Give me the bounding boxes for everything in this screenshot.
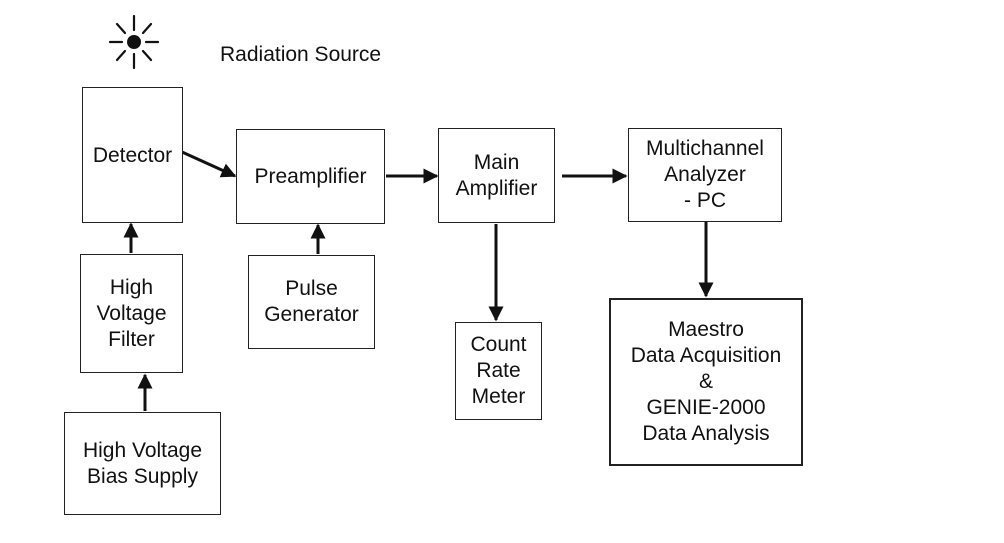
detector-block: Detector xyxy=(82,87,183,223)
arrow-detector-to-preamplifier xyxy=(181,150,237,178)
preamplifier-block: Preamplifier xyxy=(236,129,385,224)
main-amplifier-block: Main Amplifier xyxy=(438,128,555,223)
multichannel-analyzer-block: Multichannel Analyzer - PC xyxy=(628,128,782,222)
software-block: Maestro Data Acquisition & GENIE-2000 Da… xyxy=(609,298,803,466)
count-rate-meter-block: Count Rate Meter xyxy=(455,322,542,420)
sun-burst-icon xyxy=(108,14,160,70)
hv-bias-supply-block: High Voltage Bias Supply xyxy=(64,412,221,515)
pulse-generator-block: Pulse Generator xyxy=(248,255,375,349)
diagram-title: Radiation Source xyxy=(220,43,382,66)
hv-filter-block: High Voltage Filter xyxy=(80,254,183,373)
